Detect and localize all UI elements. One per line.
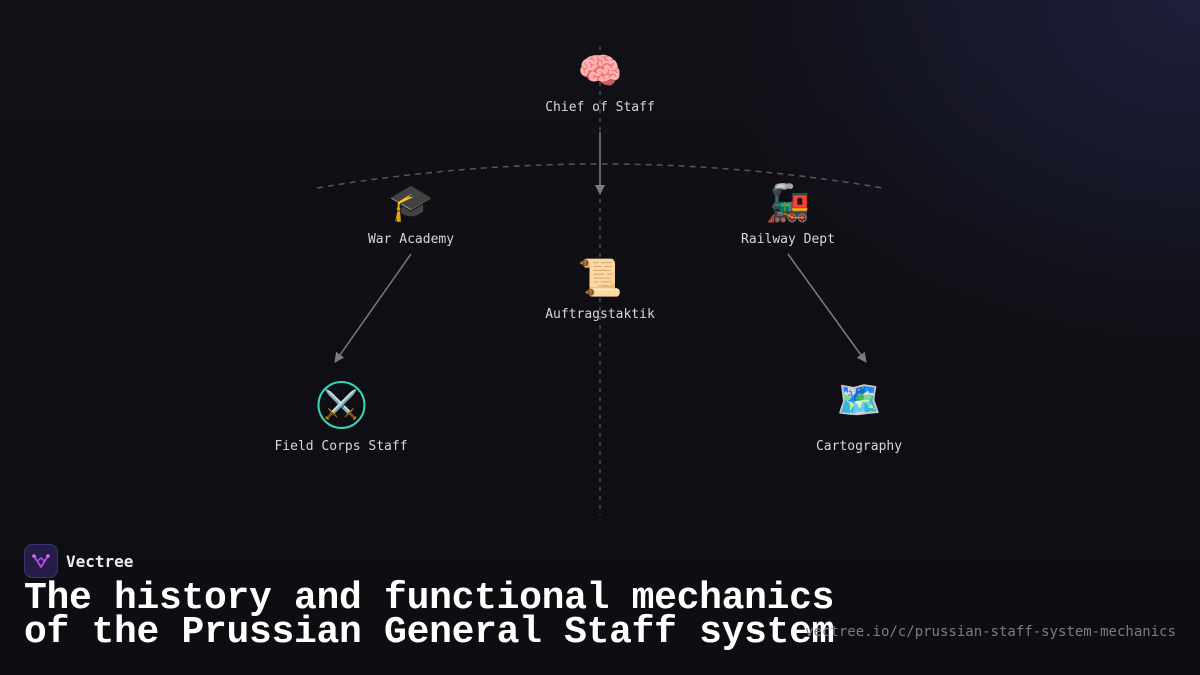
edge-academy-to-field-corps: [334, 253, 412, 363]
crossed-swords-icon: ⚔️: [317, 381, 365, 429]
locomotive-icon: 🚂: [765, 183, 811, 224]
node-cartography[interactable]: 🗺️ Cartography: [816, 377, 902, 454]
brand[interactable]: Vectree: [24, 544, 133, 578]
node-label: War Academy: [367, 232, 455, 247]
edge-railway-to-cartography: [787, 253, 867, 363]
page-title-line-2: of the Prussian General Staff system: [24, 611, 835, 654]
course-url[interactable]: vectree.io/c/prussian-staff-system-mecha…: [805, 624, 1176, 640]
arc-guide-line: [316, 163, 884, 189]
vectree-logo-icon: [24, 544, 58, 578]
page-title-line-1: The history and functional mechanics: [24, 577, 835, 620]
node-railway-dept[interactable]: 🚂 Railway Dept: [741, 180, 835, 247]
node-label: Auftragstaktik: [545, 307, 655, 322]
graduation-cap-icon: 🎓: [388, 183, 434, 224]
node-chief-of-staff[interactable]: 🧠 Chief of Staff: [545, 48, 655, 115]
world-map-icon: 🗺️: [836, 380, 882, 421]
node-label: Railway Dept: [741, 232, 835, 247]
page-title: The history and functional mechanics of …: [24, 577, 835, 654]
node-label: Chief of Staff: [545, 100, 655, 115]
brain-icon: 🧠: [577, 51, 623, 92]
node-field-corps-staff[interactable]: ⚔️ Field Corps Staff: [274, 381, 408, 454]
brand-name: Vectree: [66, 551, 134, 571]
node-label: Field Corps Staff: [274, 439, 408, 454]
node-label: Cartography: [815, 439, 903, 454]
node-auftragstaktik[interactable]: 📜 Auftragstaktik: [545, 255, 655, 322]
node-war-academy[interactable]: 🎓 War Academy: [368, 180, 454, 247]
scroll-icon: 📜: [577, 258, 623, 299]
